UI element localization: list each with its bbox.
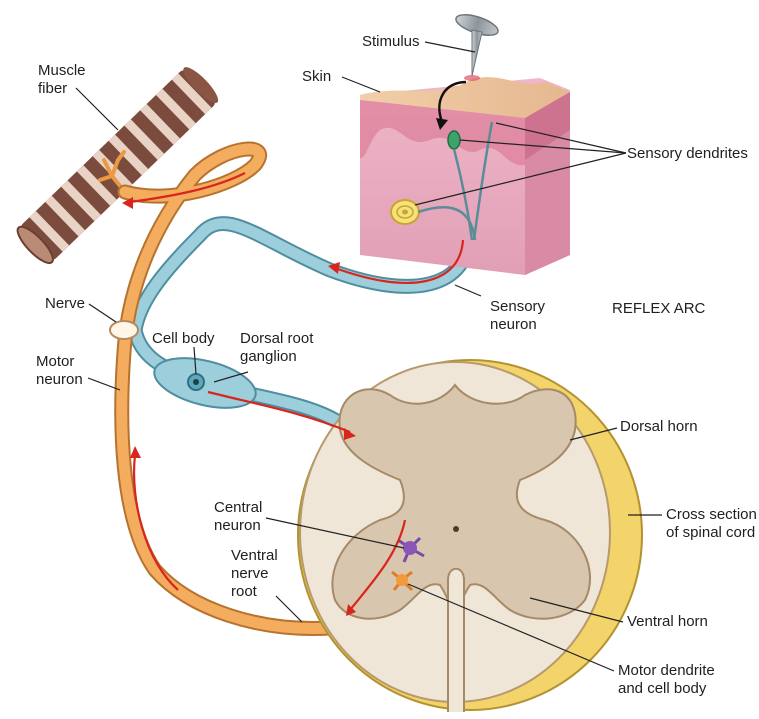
arrow-to-muscle	[129, 172, 246, 204]
stimulus-pin	[455, 14, 499, 81]
label-ventral-horn: Ventral horn	[627, 613, 708, 630]
skin-block	[360, 77, 570, 275]
label-dorsal-horn: Dorsal horn	[620, 418, 698, 435]
arrow-into-cord	[207, 390, 351, 434]
sensory-neuron	[127, 216, 478, 528]
motor-neuron	[114, 141, 408, 636]
label-skin: Skin	[302, 68, 332, 85]
label-sensory-dendrites: Sensory dendrites	[627, 145, 748, 162]
muscle-fiber	[16, 67, 219, 265]
arrow-motor-up	[133, 454, 179, 591]
spinal-cord-cross-section	[297, 359, 643, 712]
motor-cell-body	[391, 570, 414, 592]
label-cell-body: Cell body	[152, 330, 215, 347]
arrow-skin-to-sensory	[334, 239, 465, 284]
signal-arrows	[129, 172, 465, 611]
central-neuron	[397, 536, 425, 563]
leader-lines	[75, 41, 662, 672]
diagram-title: REFLEX ARC	[612, 300, 706, 317]
nerve-sheath	[109, 320, 139, 340]
dorsal-root-ganglion	[153, 357, 257, 409]
label-stimulus: Stimulus	[362, 33, 420, 50]
arrow-central	[349, 519, 407, 611]
label-nerve: Nerve	[45, 295, 86, 312]
